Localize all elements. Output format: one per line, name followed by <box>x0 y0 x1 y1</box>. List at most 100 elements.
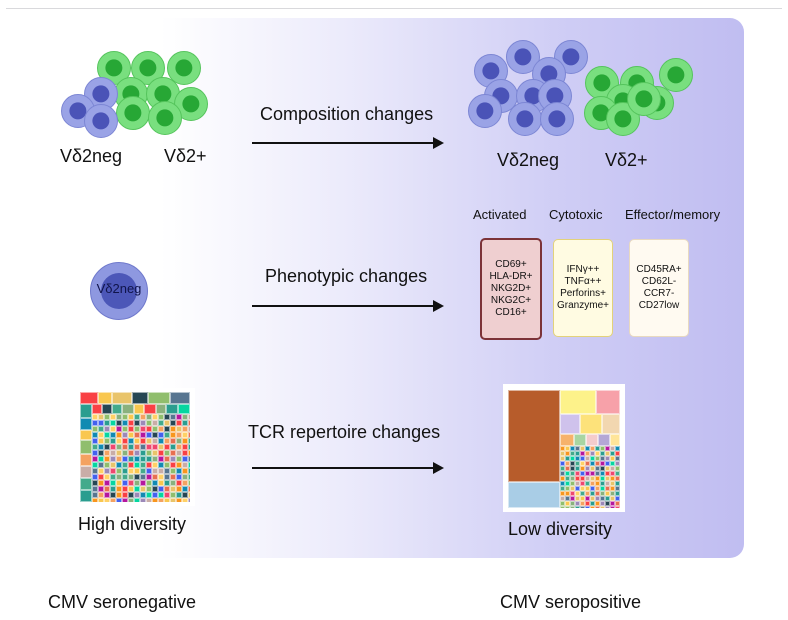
clone-tile <box>152 468 158 474</box>
vd2neg-cell <box>468 94 502 128</box>
clone-tile <box>586 434 598 446</box>
clone-tile <box>595 476 600 481</box>
clone-tile <box>164 492 170 498</box>
clone-tile <box>122 456 128 462</box>
clone-tile <box>580 506 585 508</box>
clone-tile <box>610 506 615 508</box>
clone-tile <box>176 468 182 474</box>
cell-nucleus <box>482 62 500 80</box>
cytotoxic-header: Cytotoxic <box>549 207 603 222</box>
clone-tile <box>605 451 610 456</box>
clone-tile <box>188 468 190 474</box>
vd2neg-cell <box>508 102 542 136</box>
clone-tile <box>122 432 128 438</box>
clone-tile <box>140 486 146 492</box>
clone-tile <box>605 506 610 508</box>
clone-tile <box>575 491 580 496</box>
clone-tile <box>158 462 164 468</box>
clone-tile <box>188 438 190 444</box>
clone-tile <box>110 450 116 456</box>
clone-tile <box>560 476 565 481</box>
clone-tile <box>170 414 176 420</box>
vd2neg-cell <box>84 104 118 138</box>
clone-tile <box>605 471 610 476</box>
clone-tile <box>600 461 605 466</box>
clone-tile <box>580 491 585 496</box>
activated-marker: CD69+ <box>495 259 527 270</box>
clone-tile <box>585 506 590 508</box>
clone-tile <box>152 498 158 502</box>
clone-tile <box>110 414 116 420</box>
clone-tile <box>110 474 116 480</box>
clone-tile <box>152 492 158 498</box>
clone-tile <box>188 420 190 426</box>
clone-tile <box>116 426 122 432</box>
clone-tile <box>146 462 152 468</box>
clone-tile <box>560 414 580 434</box>
clone-tile <box>570 476 575 481</box>
clone-tile <box>560 486 565 491</box>
clone-tile <box>104 420 110 426</box>
tcr-arrow <box>252 462 444 474</box>
cell-nucleus <box>540 65 558 83</box>
effector-marker: CCR7- <box>643 288 675 299</box>
left-vd2neg-label: Vδ2neg <box>60 146 123 166</box>
clone-tile <box>164 480 170 486</box>
clone-tile <box>110 486 116 492</box>
clone-tile <box>580 446 585 451</box>
clone-tile <box>98 392 112 404</box>
clone-tile <box>615 456 620 461</box>
clone-tile <box>92 456 98 462</box>
clone-tile <box>590 481 595 486</box>
clone-tile <box>104 492 110 498</box>
clone-tile <box>575 501 580 506</box>
clone-tile <box>146 426 152 432</box>
clone-tile <box>590 456 595 461</box>
clone-tile <box>600 446 605 451</box>
clone-tile <box>146 468 152 474</box>
clone-tile <box>146 474 152 480</box>
clone-tile <box>565 451 570 456</box>
clone-tile <box>580 476 585 481</box>
clone-tile <box>188 450 190 456</box>
clone-tile <box>560 461 565 466</box>
clone-tile <box>164 498 170 502</box>
clone-tile <box>585 471 590 476</box>
clone-tile <box>605 446 610 451</box>
vd2neg-cell: Vδ2neg <box>90 262 148 320</box>
left-vd2pos-label: Vδ2+ <box>164 146 207 166</box>
clone-tile <box>158 456 164 462</box>
clone-tile <box>575 486 580 491</box>
clone-tile <box>182 468 188 474</box>
clone-tile <box>182 432 188 438</box>
clone-tile <box>98 486 104 492</box>
clone-tile <box>585 446 590 451</box>
clone-tile <box>580 456 585 461</box>
clone-tile <box>128 414 134 420</box>
clone-tile <box>140 480 146 486</box>
clone-tile <box>585 476 590 481</box>
clone-tile <box>98 492 104 498</box>
cell-nucleus <box>524 87 542 105</box>
clone-tile <box>176 426 182 432</box>
clone-tile <box>152 456 158 462</box>
clone-tile <box>596 390 620 414</box>
clone-tile <box>134 462 140 468</box>
clone-tile <box>146 480 152 486</box>
clone-tile <box>600 456 605 461</box>
clone-tile <box>110 498 116 502</box>
clone-tile <box>605 496 610 501</box>
clone-tile <box>188 474 190 480</box>
clone-tile <box>590 476 595 481</box>
clone-tile <box>176 480 182 486</box>
clone-tile <box>98 438 104 444</box>
cell-nucleus <box>667 66 685 84</box>
clone-tile <box>590 471 595 476</box>
clone-tile <box>98 432 104 438</box>
clone-tile <box>170 492 176 498</box>
vd2neg-cell <box>506 40 540 74</box>
clone-tile <box>134 450 140 456</box>
clone-tile <box>600 486 605 491</box>
clone-tile <box>182 414 188 420</box>
clone-tile <box>122 474 128 480</box>
